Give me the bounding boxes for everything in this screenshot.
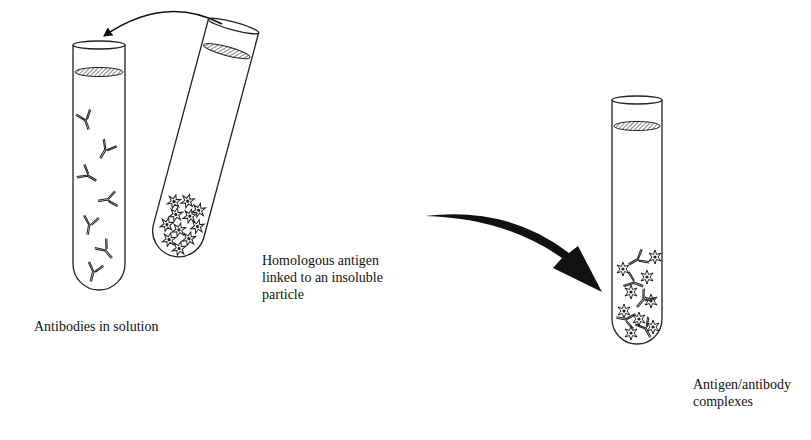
test-tube <box>612 96 662 344</box>
caption-label: Homologous antigen linked to an insolubl… <box>262 252 412 303</box>
reaction-arrow <box>425 214 602 292</box>
tilted-test-tube <box>147 15 260 262</box>
caption-label: Antibodies in solution <box>34 318 204 335</box>
test-tube <box>73 41 125 290</box>
caption-label: Antigen/antibody complexes <box>693 376 805 410</box>
pour-arrow <box>104 12 222 37</box>
